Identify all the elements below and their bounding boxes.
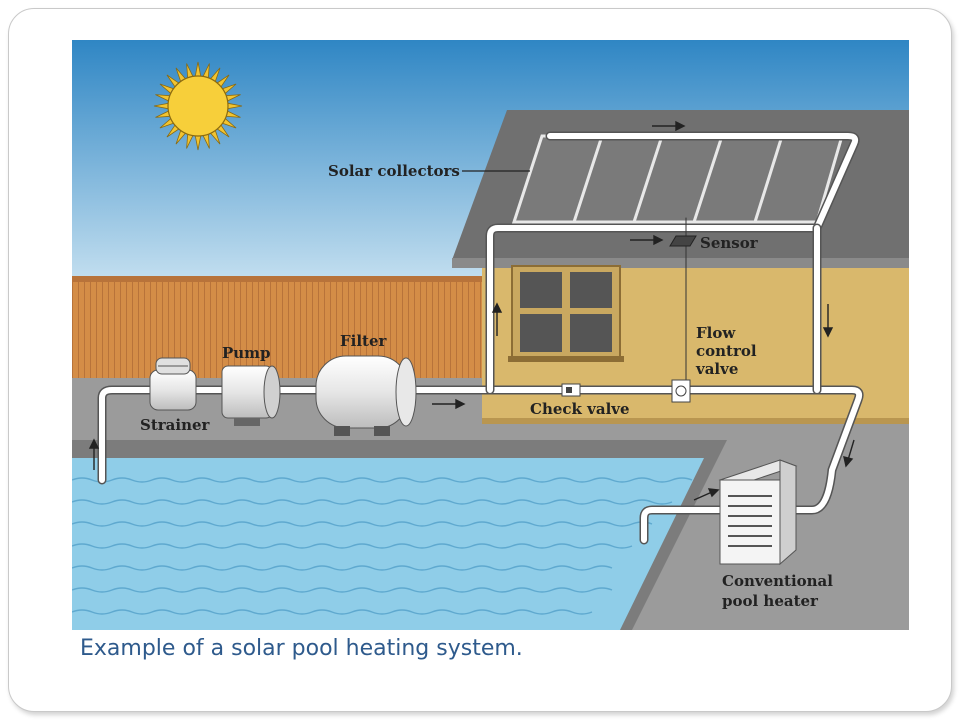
label-heater-1: Conventional — [722, 572, 833, 590]
sun-icon — [153, 61, 243, 151]
label-flow-control-3: valve — [695, 360, 738, 378]
label-flow-control-2: control — [696, 342, 757, 360]
label-filter: Filter — [340, 332, 388, 350]
pool-heater-icon — [718, 459, 798, 566]
sensor-icon — [669, 235, 697, 247]
label-sensor: Sensor — [700, 234, 759, 252]
pipe-network — [97, 131, 864, 545]
label-flow-control-1: Flow — [696, 324, 736, 342]
pump-icon — [221, 365, 281, 426]
label-check-valve: Check valve — [530, 400, 630, 418]
strainer-icon — [149, 357, 197, 411]
figure-caption: Example of a solar pool heating system. — [80, 636, 523, 661]
solar-pool-diagram: Solar collectors Sensor Pump Filter Stra… — [72, 40, 909, 630]
flow-control-valve-icon — [671, 379, 691, 403]
label-heater-2: pool heater — [722, 592, 819, 610]
check-valve-icon — [561, 383, 581, 397]
flow-arrows — [88, 120, 855, 501]
solar-collectors — [511, 134, 844, 224]
fence — [72, 276, 482, 380]
label-solar-collectors: Solar collectors — [328, 162, 460, 180]
pool — [72, 440, 727, 630]
filter-icon — [315, 355, 417, 436]
label-strainer: Strainer — [140, 416, 211, 434]
label-pump: Pump — [222, 344, 271, 362]
window — [508, 265, 624, 362]
